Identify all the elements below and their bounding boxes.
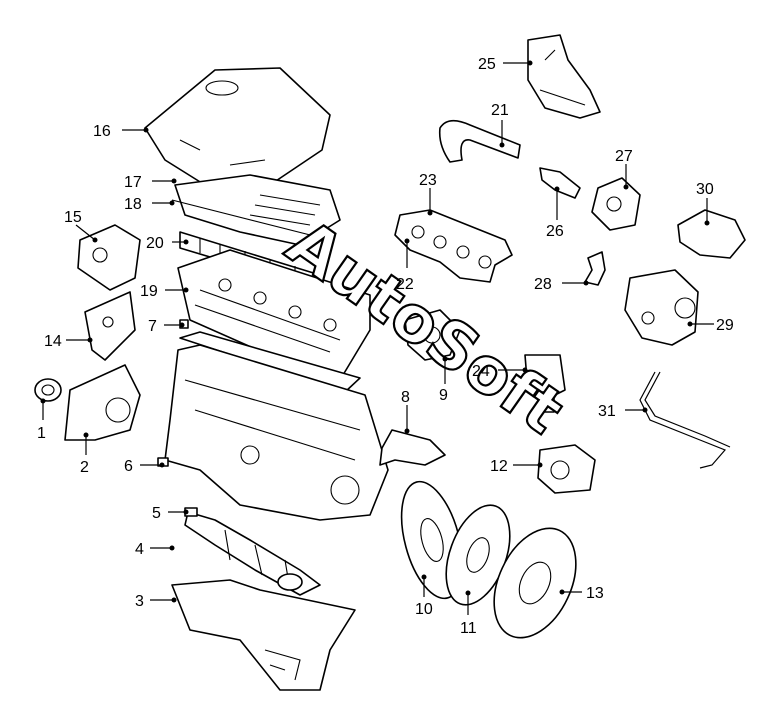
callout-20: 20 (146, 235, 164, 252)
oil-pan (171, 579, 356, 691)
dipstick-tube (639, 371, 731, 469)
water-outlet (379, 429, 446, 466)
crankshaft (184, 511, 321, 596)
callout-24: 24 (472, 363, 490, 380)
callout-30: 30 (696, 181, 714, 198)
sensor-unit (524, 354, 566, 413)
callout-4: 4 (135, 541, 144, 558)
bypass-hose (677, 209, 746, 259)
oxygen-sensor (539, 167, 581, 199)
callout-19: 19 (140, 283, 158, 300)
callout-29: 29 (716, 317, 734, 334)
exhaust-manifold (394, 209, 513, 283)
callout-25: 25 (478, 56, 496, 73)
heat-shield (527, 34, 601, 119)
callout-27: 27 (615, 148, 633, 165)
callout-12: 12 (490, 458, 508, 475)
callout-10: 10 (415, 601, 433, 618)
callout-18: 18 (124, 196, 142, 213)
callout-16: 16 (93, 123, 111, 140)
cylinder-head (177, 249, 371, 381)
engine-block (164, 344, 389, 521)
callout-1: 1 (37, 425, 46, 442)
callout-8: 8 (401, 389, 410, 406)
valve-cover (171, 174, 341, 246)
callout-9: 9 (439, 387, 448, 404)
callout-17: 17 (124, 174, 142, 191)
callout-2: 2 (80, 459, 89, 476)
callout-13: 13 (586, 585, 604, 602)
callout-11: 11 (460, 620, 477, 637)
coolant-hose (438, 119, 521, 163)
thermostat-housing (404, 309, 461, 361)
pressure-plate (493, 527, 577, 639)
engine-cover (144, 67, 331, 196)
hose-elbow (584, 251, 606, 286)
water-pump (624, 269, 699, 346)
callout-6: 6 (124, 458, 133, 475)
callout-22: 22 (396, 276, 414, 293)
coolant-flange (591, 177, 641, 231)
callout-21: 21 (491, 102, 509, 119)
callout-26: 26 (546, 223, 564, 240)
timing-cover (64, 364, 141, 441)
engine-mount (77, 224, 141, 291)
callout-31: 31 (598, 403, 616, 420)
callout-3: 3 (135, 593, 144, 610)
starter-motor (537, 444, 596, 494)
callout-labels: 1 2 3 4 5 6 7 8 9 10 11 12 13 14 15 16 1… (37, 56, 734, 637)
callout-5: 5 (152, 505, 161, 522)
callout-28: 28 (534, 276, 552, 293)
callout-14: 14 (44, 333, 62, 350)
leader-lines (40, 60, 714, 615)
callout-15: 15 (64, 209, 82, 226)
callout-23: 23 (419, 172, 437, 189)
pulley (34, 378, 62, 402)
callout-7: 7 (148, 318, 157, 335)
timing-bracket (84, 291, 136, 361)
